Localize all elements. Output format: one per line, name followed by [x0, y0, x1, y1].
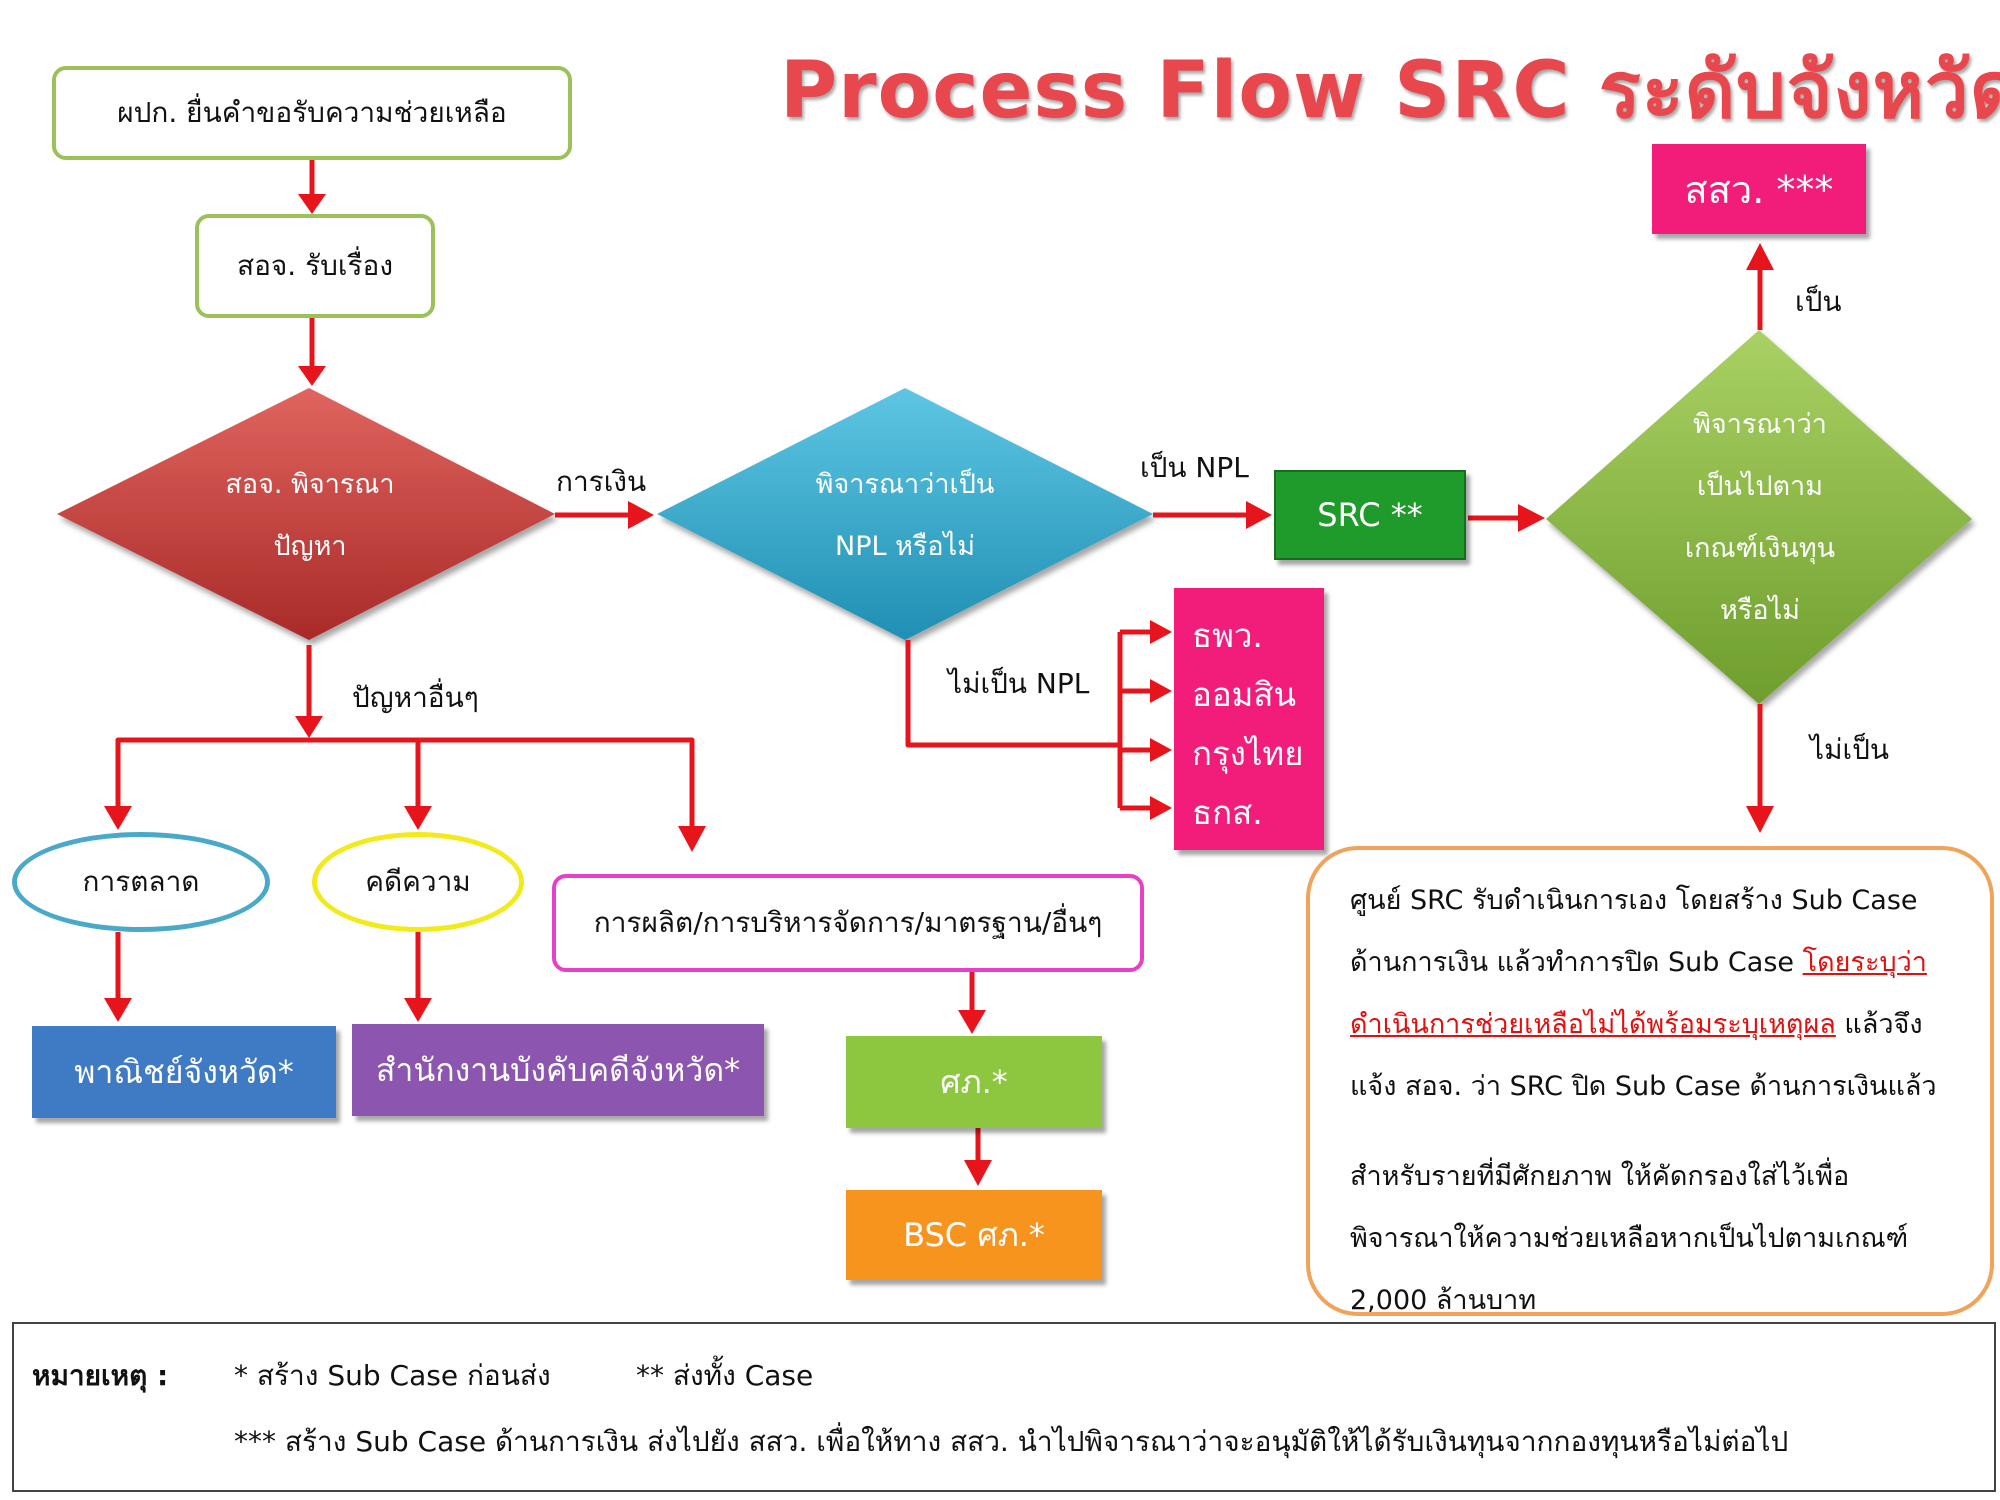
arrowhead [1150, 796, 1172, 820]
decision-criteria-line-1: พิจารณาว่า [1693, 409, 1827, 440]
ssw-box: สสว. *** [1652, 144, 1866, 234]
decision-npl-text: พิจารณาว่าเป็น NPL หรือไม่ [745, 454, 1065, 578]
page-title: Process Flow SRC ระดับจังหวัด [780, 46, 2000, 136]
arrowhead [964, 1160, 992, 1186]
edge-not-npl [905, 640, 1120, 748]
receive-case-box: สอจ. รับเรื่อง [195, 214, 435, 318]
bsc-box: BSC ศภ.* [846, 1190, 1102, 1280]
label-not-npl: ไม่เป็น NPL [948, 667, 1090, 700]
decision-npl-line-1: พิจารณาว่าเป็น [815, 469, 995, 500]
legend-star-2: ** ส่งทั้ง Case [636, 1359, 814, 1392]
arrowhead [104, 998, 132, 1022]
label-no: ไม่เป็น [1810, 733, 1890, 766]
arrowhead [628, 501, 654, 529]
branch-bus [115, 737, 695, 828]
label-is-npl: เป็น NPL [1140, 451, 1249, 484]
label-finance: การเงิน [556, 465, 647, 498]
arrowhead [295, 716, 323, 738]
submit-request-box: ผปก. ยื่นคำขอรับความช่วยเหลือ [52, 66, 572, 160]
note-underline-2: ดำเนินการช่วยเหลือไม่ได้พร้อมระบุเหตุผล [1350, 1009, 1836, 1040]
decision-criteria-line-4: หรือไม่ [1720, 595, 1800, 626]
bank-2: ออมสิน [1192, 675, 1297, 714]
legend-star-1: * สร้าง Sub Case ก่อนส่ง [234, 1359, 551, 1392]
note-line-7: 2,000 ล้านบาท [1350, 1285, 1537, 1316]
banks-box: ธพว. ออมสิน กรุงไทย ธกส. [1174, 588, 1324, 850]
bank-1: ธพว. [1192, 616, 1263, 655]
production-box: การผลิต/การบริหารจัดการ/มาตรฐาน/อื่นๆ [552, 874, 1144, 972]
arrowhead [104, 806, 132, 830]
note-line-1: ศูนย์ SRC รับดำเนินการเอง โดยสร้าง Sub C… [1350, 885, 1918, 916]
decision-npl-diamond [657, 388, 1153, 640]
arrowhead [1746, 806, 1774, 833]
decision-problem-text: สอจ. พิจารณา ปัญหา [150, 454, 470, 578]
legend-star-3: *** สร้าง Sub Case ด้านการเงิน ส่งไปยัง … [234, 1425, 1789, 1458]
decision-problem-line-1: สอจ. พิจารณา [225, 469, 395, 500]
arrowhead [404, 806, 432, 830]
note-line-2: ด้านการเงิน แล้วทำการปิด Sub Case โดยระบ… [1350, 932, 1970, 994]
marketing-ellipse: การตลาด [12, 832, 270, 932]
src-note-box: ศูนย์ SRC รับดำเนินการเอง โดยสร้าง Sub C… [1306, 846, 1994, 1316]
decision-problem-line-2: ปัญหา [273, 531, 347, 562]
decision-criteria-line-3: เกณฑ์เงินทุน [1684, 533, 1836, 564]
arrowhead [1150, 620, 1172, 644]
arrowhead [678, 826, 706, 852]
decision-criteria-text: พิจารณาว่า เป็นไปตาม เกณฑ์เงินทุน หรือไม… [1610, 394, 1910, 642]
note-line-2-text: ด้านการเงิน แล้วทำการปิด Sub Case [1350, 947, 1803, 978]
commerce-box: พาณิชย์จังหวัด* [32, 1026, 336, 1118]
decision-criteria-diamond [1546, 330, 1972, 704]
arrowhead [1150, 679, 1172, 703]
note-line-3-text: แล้วจึง [1835, 1009, 1923, 1040]
note-line-6: พิจารณาให้ความช่วยเหลือหากเป็นไปตามเกณฑ์ [1350, 1223, 1909, 1254]
lawsuit-ellipse: คดีความ [312, 832, 524, 932]
decision-criteria-line-2: เป็นไปตาม [1696, 471, 1824, 502]
bank-3: กรุงไทย [1192, 734, 1304, 773]
src-box: SRC ** [1274, 470, 1466, 560]
arrowhead [1246, 501, 1272, 529]
spk-box: ศภ.* [846, 1036, 1102, 1128]
note-underline-1: โดยระบุว่า [1802, 947, 1927, 978]
arrowhead [1518, 504, 1545, 532]
enforcement-box: สำนักงานบังคับคดีจังหวัด* [352, 1024, 764, 1116]
label-other-problems: ปัญหาอื่นๆ [352, 681, 479, 714]
note-spacer [1350, 1118, 1970, 1146]
decision-problem-diamond [57, 388, 555, 640]
arrowhead [298, 366, 326, 386]
arrowhead [404, 998, 432, 1022]
note-line-4: แจ้ง สอจ. ว่า SRC ปิด Sub Case ด้านการเง… [1350, 1071, 1937, 1102]
note-line-5: สำหรับรายที่มีศักยภาพ ให้คัดกรองใส่ไว้เพ… [1350, 1161, 1850, 1192]
bank-4: ธกส. [1192, 793, 1263, 832]
arrowhead [958, 1010, 986, 1034]
label-yes: เป็น [1795, 285, 1842, 318]
note-line-3: ดำเนินการช่วยเหลือไม่ได้พร้อมระบุเหตุผล … [1350, 994, 1970, 1056]
arrowhead [1150, 738, 1172, 762]
legend-box: หมายเหตุ : * สร้าง Sub Case ก่อนส่ง ** ส… [12, 1322, 1996, 1492]
arrowhead [298, 194, 326, 214]
legend-heading: หมายเหตุ : [32, 1359, 169, 1392]
decision-npl-line-2: NPL หรือไม่ [835, 531, 975, 562]
arrowhead [1746, 243, 1774, 270]
